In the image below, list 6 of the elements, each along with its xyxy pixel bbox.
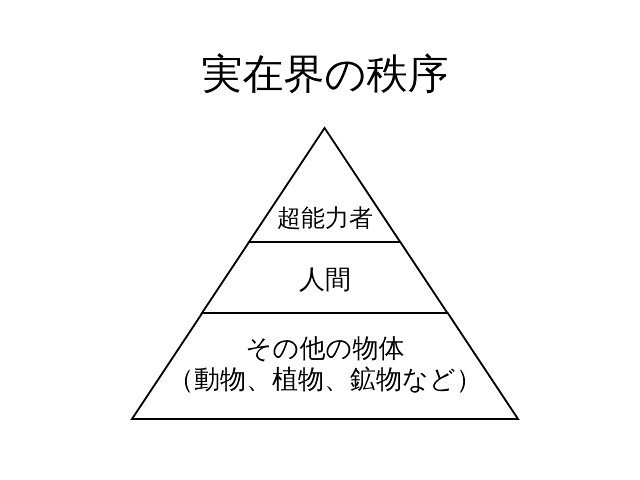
pyramid-tier	[249, 128, 401, 242]
tier-description: （動物、植物、鉱物など）	[168, 365, 482, 396]
tier-label: 人間	[298, 265, 351, 295]
tier-label: その他の物体	[246, 334, 404, 365]
title: 実在界の秩序	[202, 50, 448, 98]
tier-label: 超能力者	[276, 204, 373, 232]
